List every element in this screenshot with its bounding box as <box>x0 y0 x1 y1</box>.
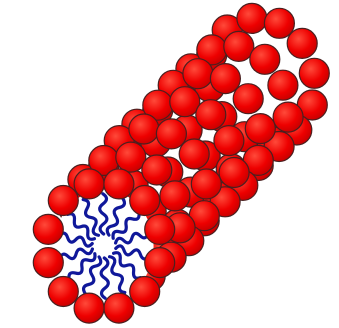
head-group-sphere <box>160 181 190 211</box>
head-group-sphere <box>129 114 159 144</box>
front-head-group-sphere <box>74 169 104 199</box>
head-group-sphere <box>264 8 294 38</box>
head-group-sphere <box>142 155 172 185</box>
front-head-group-sphere <box>145 248 175 278</box>
head-group-sphere <box>183 59 213 89</box>
head-group-sphere <box>237 3 267 33</box>
head-group-sphere <box>156 119 186 149</box>
front-head-group-sphere <box>130 186 160 216</box>
head-group-sphere <box>196 100 226 130</box>
head-group-sphere <box>219 158 249 188</box>
front-head-group-sphere <box>74 293 104 323</box>
head-group-sphere <box>170 87 200 117</box>
head-group-sphere <box>224 31 254 61</box>
head-group-sphere <box>210 64 240 94</box>
front-head-group-sphere <box>33 248 63 278</box>
head-group-sphere <box>116 142 146 172</box>
front-head-group-sphere <box>104 293 134 323</box>
head-group-sphere <box>214 126 244 156</box>
front-head-group-sphere <box>33 214 63 244</box>
head-group-sphere <box>179 139 209 169</box>
head-group-sphere <box>273 102 303 132</box>
front-head-group-sphere <box>48 277 78 307</box>
front-head-group-sphere <box>104 169 134 199</box>
front-head-group-sphere <box>130 277 160 307</box>
head-group-sphere <box>268 70 298 100</box>
front-head-group-sphere <box>48 186 78 216</box>
head-group-sphere <box>191 169 221 199</box>
head-group-sphere <box>233 84 263 114</box>
head-group-sphere <box>299 58 329 88</box>
front-head-group-sphere <box>145 214 175 244</box>
head-group-sphere <box>245 114 275 144</box>
head-group-sphere <box>250 44 280 74</box>
head-group-sphere <box>287 28 317 58</box>
